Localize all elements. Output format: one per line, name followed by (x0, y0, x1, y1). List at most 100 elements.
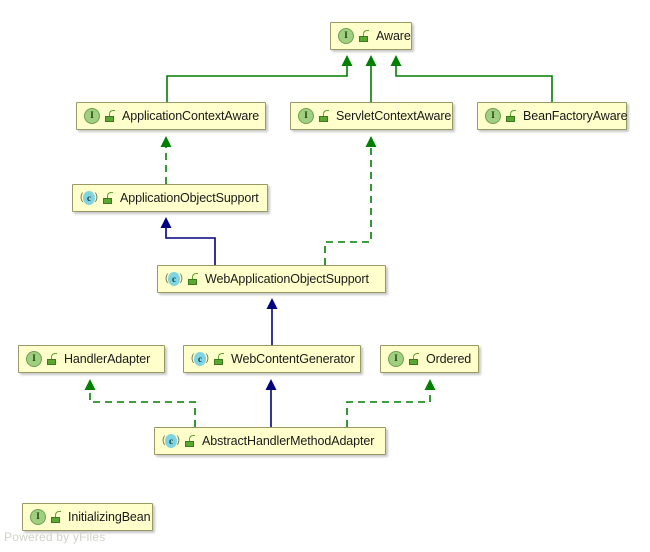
public-lock-icon (185, 435, 196, 447)
interface-icon: I (338, 28, 354, 44)
edge-line (165, 228, 216, 265)
public-lock-icon (47, 353, 58, 365)
watermark-label: Powered by yFiles (4, 530, 106, 544)
public-lock-icon (51, 511, 62, 523)
lock-body (214, 359, 223, 365)
public-lock-icon (103, 192, 114, 204)
edge-line (346, 390, 431, 427)
node-label: InitializingBean (68, 510, 151, 524)
class-icon-paren-right: ) (176, 435, 180, 446)
uml-node-appctxaware[interactable]: I ApplicationContextAware (76, 102, 266, 130)
lock-body (506, 116, 515, 122)
node-label: Ordered (426, 352, 472, 366)
edge-arrowhead (424, 379, 436, 390)
lock-shackle (510, 110, 516, 116)
interface-icon: I (30, 509, 46, 525)
lock-body (185, 441, 194, 447)
uml-edge-e6-implementation (324, 136, 377, 265)
uml-edge-e2-realization (365, 55, 377, 102)
lock-body (409, 359, 418, 365)
edge-arrowhead (160, 217, 172, 228)
interface-icon: I (298, 108, 314, 124)
uml-edge-e5-generalization (160, 217, 216, 265)
uml-edge-e9-generalization (265, 379, 277, 427)
lock-shackle (107, 192, 113, 198)
node-label: BeanFactoryAware (523, 109, 628, 123)
lock-shackle (109, 110, 115, 116)
node-icons: (c) (165, 272, 199, 286)
node-icons: I (485, 108, 517, 124)
interface-icon: I (84, 108, 100, 124)
node-icons: I (30, 509, 62, 525)
node-icons: (c) (80, 191, 114, 205)
edge-arrowhead (266, 298, 278, 309)
uml-node-webappobjsupport[interactable]: (c) WebApplicationObjectSupport (157, 265, 386, 293)
uml-edge-e4-implementation (160, 136, 172, 184)
edge-line (324, 147, 372, 265)
uml-node-servletctxaware[interactable]: I ServletContextAware (290, 102, 453, 130)
lock-shackle (51, 353, 57, 359)
lock-body (188, 279, 197, 285)
lock-body (103, 198, 112, 204)
node-icons: I (84, 108, 116, 124)
node-icons: (c) (162, 434, 196, 448)
lock-body (47, 359, 56, 365)
class-icon-paren-left: ( (162, 435, 166, 446)
node-label: ApplicationObjectSupport (120, 191, 259, 205)
uml-node-handleradapter[interactable]: I HandlerAdapter (18, 345, 165, 373)
uml-node-aware[interactable]: I Aware (330, 22, 412, 50)
interface-icon: I (485, 108, 501, 124)
lock-shackle (192, 273, 198, 279)
interface-icon: I (26, 351, 42, 367)
edge-arrowhead (84, 379, 96, 390)
public-lock-icon (409, 353, 420, 365)
edge-arrowhead (390, 55, 402, 66)
lock-shackle (55, 511, 61, 517)
public-lock-icon (214, 353, 225, 365)
class-icon: (c) (165, 272, 183, 286)
uml-node-abstracthma[interactable]: (c)AbstractHandlerMethodAdapter (154, 427, 386, 455)
lock-body (105, 116, 114, 122)
uml-edge-e1-realization (166, 55, 353, 102)
class-icon-disc: c (194, 352, 206, 366)
lock-body (359, 36, 368, 42)
class-icon: (c) (80, 191, 98, 205)
lock-shackle (323, 110, 329, 116)
edge-arrowhead (341, 55, 353, 66)
node-label: HandlerAdapter (64, 352, 151, 366)
node-label: ServletContextAware (336, 109, 452, 123)
uml-edge-e8-implementation (84, 379, 196, 427)
lock-body (319, 116, 328, 122)
uml-edge-e10-implementation (346, 379, 436, 427)
lock-shackle (363, 30, 369, 36)
node-label: WebContentGenerator (231, 352, 355, 366)
public-lock-icon (359, 30, 370, 42)
node-icons: I (338, 28, 370, 44)
uml-node-beanfactoryaware[interactable]: I BeanFactoryAware (477, 102, 628, 130)
edge-arrowhead (160, 136, 172, 147)
class-icon-paren-left: ( (165, 273, 169, 284)
uml-node-ordered[interactable]: I Ordered (380, 345, 479, 373)
node-label: ApplicationContextAware (122, 109, 260, 123)
class-icon-disc: c (168, 272, 180, 286)
uml-edge-e7-generalization (266, 298, 278, 345)
public-lock-icon (105, 110, 116, 122)
edge-line (166, 66, 348, 102)
node-icons: I (388, 351, 420, 367)
node-label: WebApplicationObjectSupport (205, 272, 369, 286)
node-label: Aware (376, 29, 411, 43)
lock-shackle (218, 353, 224, 359)
uml-node-webcontentgen[interactable]: (c)WebContentGenerator (183, 345, 361, 373)
edge-arrowhead (365, 136, 377, 147)
public-lock-icon (319, 110, 330, 122)
lock-shackle (189, 435, 195, 441)
uml-edge-e3-realization (390, 55, 553, 102)
public-lock-icon (188, 273, 199, 285)
node-icons: I (298, 108, 330, 124)
uml-node-appobjsupport[interactable]: (c) ApplicationObjectSupport (72, 184, 268, 212)
uml-node-initializingbean[interactable]: I InitializingBean (22, 503, 153, 531)
interface-icon: I (388, 351, 404, 367)
class-icon-paren-right: ) (94, 192, 98, 203)
edge-line (395, 66, 553, 102)
